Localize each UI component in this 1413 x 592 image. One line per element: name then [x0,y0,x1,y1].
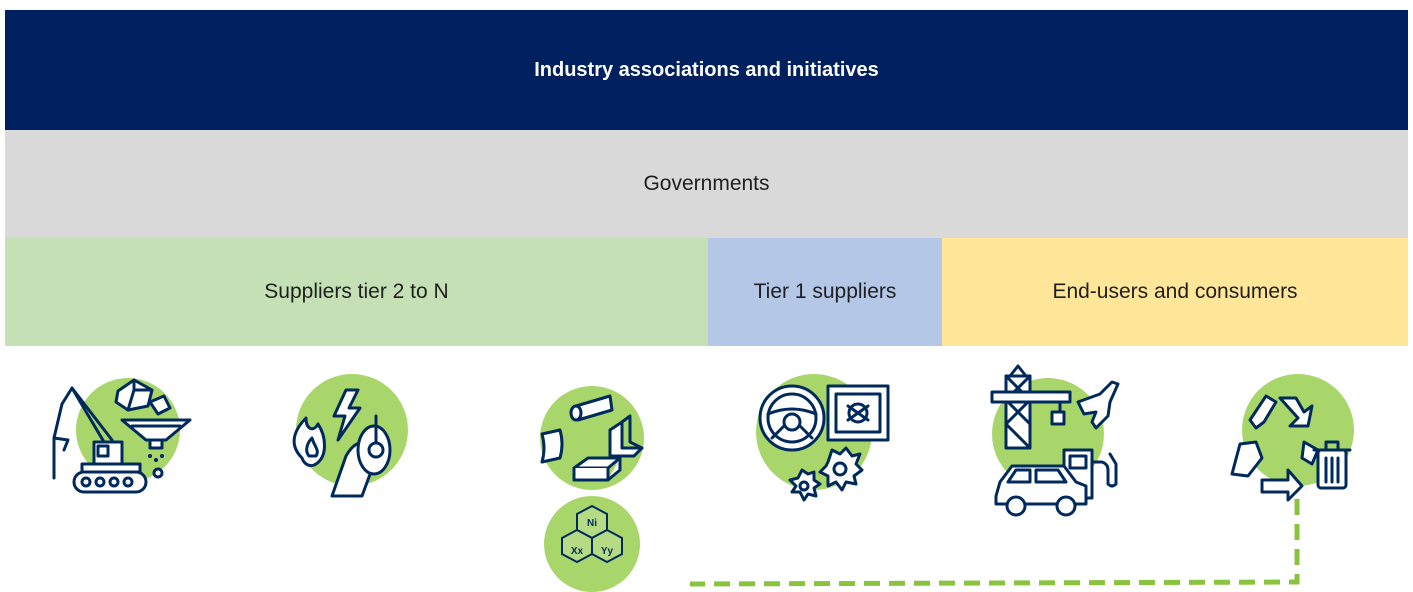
industry-associations-label: Industry associations and initiatives [534,58,879,81]
suppliers-tier-2-to-n-label: Suppliers tier 2 to N [264,280,449,303]
governments-label: Governments [643,172,770,195]
industry-associations-band: Industry associations and initiatives [5,10,1408,130]
end-users-label: End-users and consumers [1052,280,1298,303]
governments-band: Governments [5,130,1408,238]
end-users-band: End-users and consumers [942,238,1408,346]
tier-1-suppliers-label: Tier 1 suppliers [753,280,897,303]
energy-icon [292,374,408,498]
tier-1-suppliers-band: Tier 1 suppliers [708,238,942,346]
end-products-icon [990,364,1120,517]
mining-icon [52,378,192,494]
recycling-icon [1230,374,1354,502]
value-chain-icons: Ni Xx Yy [52,364,1354,592]
recycling-loop-line [689,449,1300,587]
elements-icon: Ni Xx Yy [544,496,640,592]
components-icon [756,374,890,502]
element-label-ni: Ni [587,518,597,529]
metals-icon [540,386,644,490]
suppliers-tier-2-to-n-band: Suppliers tier 2 to N [5,238,708,346]
element-label-xx: Xx [571,546,584,557]
element-label-yy: Yy [601,546,614,557]
